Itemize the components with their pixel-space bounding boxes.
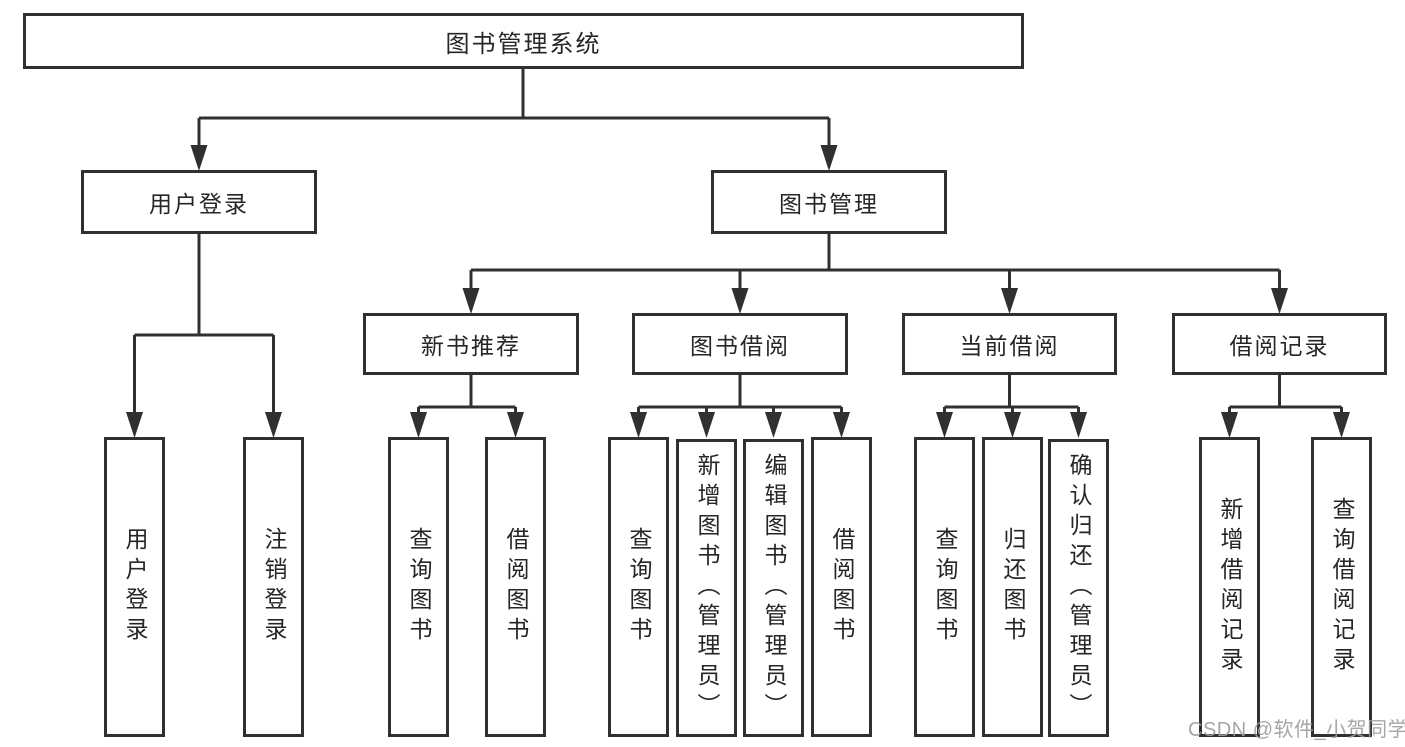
connector-borrow-records-children (1228, 375, 1343, 414)
connector-new-book-children (417, 375, 517, 414)
leaf-return-books: 归还图书 (982, 437, 1043, 737)
leaf-edit-books-admin: 编辑图书（管理员） (743, 439, 804, 737)
node-book-borrow: 图书借阅 (632, 313, 848, 375)
connector-book-management-children (469, 234, 1281, 290)
leaf-add-borrow-record: 新增借阅记录 (1199, 437, 1260, 737)
node-new-book-recommend: 新书推荐 (363, 313, 579, 375)
branch-user-login: 用户登录 (81, 170, 317, 234)
csdn-watermark: CSDN @软件_小贺同学 (1188, 719, 1405, 741)
leaf-query-books-recommend: 查询图书 (388, 437, 449, 737)
node-current-borrow: 当前借阅 (902, 313, 1117, 375)
arrowheads-borrow-records-children (1221, 412, 1350, 438)
leaf-query-books-current: 查询图书 (914, 437, 975, 737)
connector-user-login-children (133, 233, 275, 414)
arrowheads-level2 (190, 145, 838, 171)
leaf-borrow-books: 借阅图书 (811, 437, 872, 737)
leaf-user-login: 用户登录 (104, 437, 165, 737)
leaf-borrow-books-recommend: 借阅图书 (485, 437, 546, 737)
node-borrow-records: 借阅记录 (1172, 313, 1387, 375)
arrowheads-book-management-children (462, 288, 1288, 314)
arrowheads-new-book-children (410, 412, 524, 438)
arrowheads-current-borrow-children (936, 412, 1087, 438)
branch-book-management: 图书管理 (711, 170, 947, 234)
arrowheads-user-login-children (126, 412, 282, 438)
leaf-logout: 注销登录 (243, 437, 304, 737)
connector-root-to-level2 (197, 68, 831, 147)
leaf-query-books-borrow: 查询图书 (608, 437, 669, 737)
connector-book-borrow-children (637, 375, 843, 414)
connector-current-borrow-children (943, 375, 1080, 414)
leaf-confirm-return-admin: 确认归还（管理员） (1048, 439, 1109, 737)
root-node-library-system: 图书管理系统 (23, 13, 1024, 69)
leaf-query-borrow-record: 查询借阅记录 (1311, 437, 1372, 737)
leaf-add-books-admin: 新增图书（管理员） (676, 439, 737, 737)
arrowheads-book-borrow-children (630, 412, 850, 438)
